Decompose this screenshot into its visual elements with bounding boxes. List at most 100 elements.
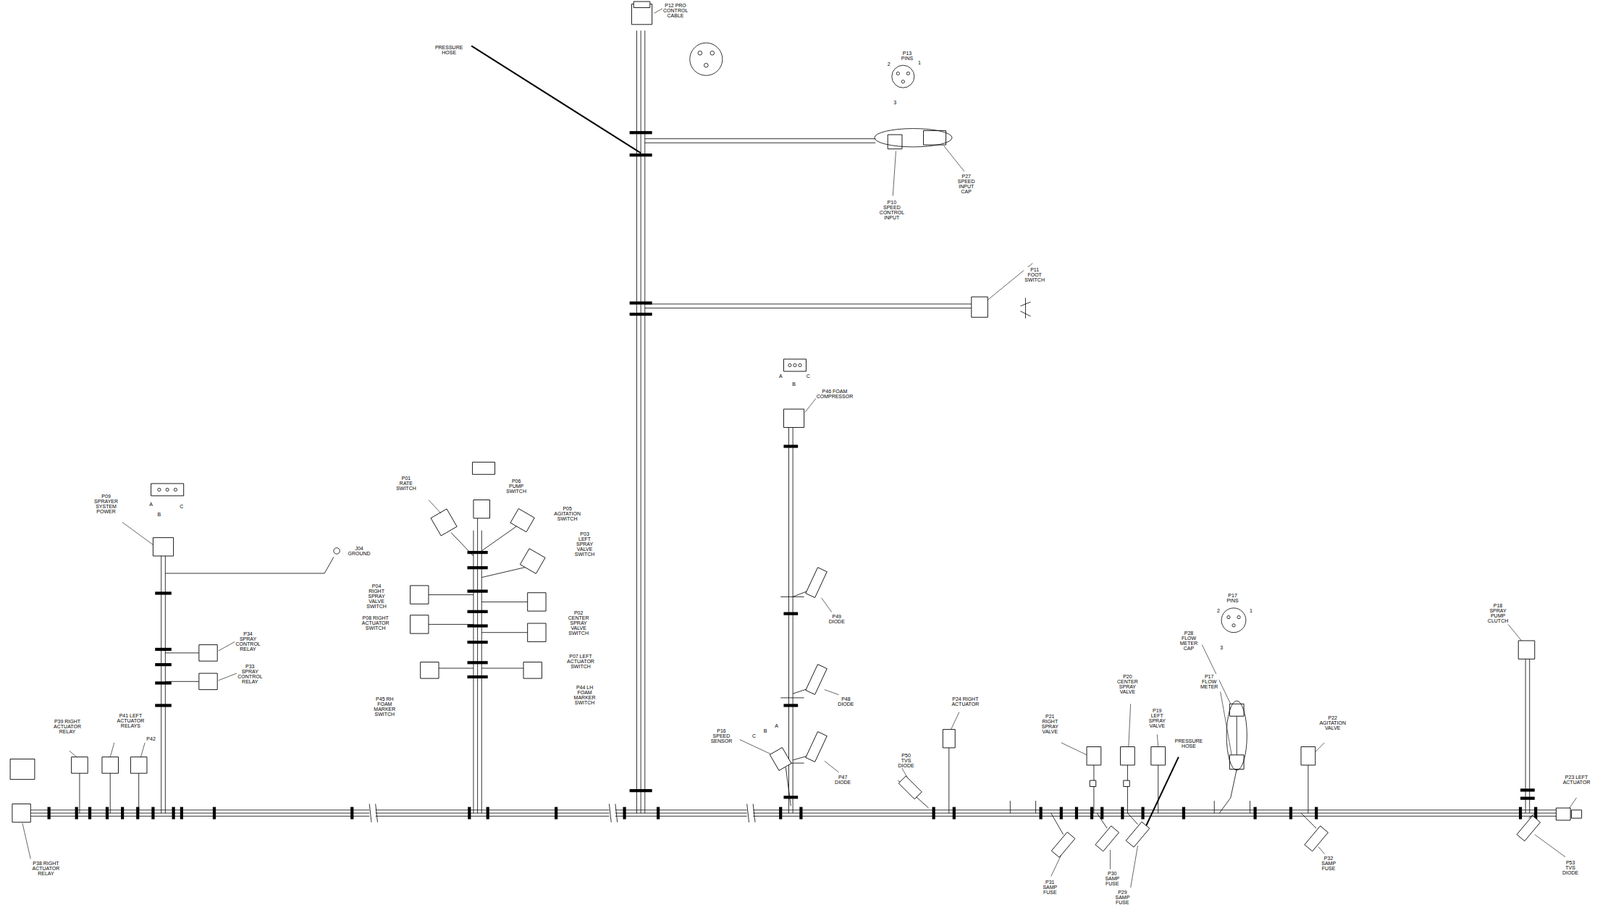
leader-line: [1220, 691, 1233, 755]
connector-body: [473, 500, 491, 519]
callout-label: P50 TVS DIODE: [897, 752, 915, 769]
callout-label: P28 FLOW METER CAP: [1179, 630, 1199, 651]
tape-band: [952, 807, 956, 820]
wire: [645, 138, 877, 140]
pin-face: [1221, 608, 1246, 633]
callout-label: P05 AGITATION SWITCH: [553, 506, 582, 522]
wire: [481, 526, 517, 551]
tape-band: [783, 612, 798, 616]
callout-label: P33 SPRAY CONTROL RELAY: [236, 663, 263, 685]
connector-body: [420, 662, 439, 680]
tape-band: [120, 807, 124, 820]
tape-band: [171, 807, 175, 820]
leader-line: [1569, 797, 1577, 808]
pin-letter: A: [149, 501, 153, 507]
pin-face: [710, 50, 715, 56]
callout-label: P22 AGITATION VALVE: [1318, 715, 1347, 731]
break-mark: [608, 803, 617, 822]
leader-line: [1061, 742, 1087, 756]
tape-band: [467, 610, 488, 614]
tape-band: [622, 807, 626, 820]
callout-label: P34 SPRAY CONTROL RELAY: [235, 631, 262, 652]
wire: [645, 142, 877, 144]
connector-body: [1125, 821, 1150, 848]
connector-body: [1051, 831, 1076, 858]
connector-body: [523, 662, 542, 680]
wire: [481, 567, 526, 578]
tape-band: [629, 131, 653, 134]
tape-band: [350, 807, 354, 820]
break-group: [369, 803, 756, 822]
pin-face: [697, 50, 703, 56]
pin-face: [333, 548, 340, 554]
tape-band: [799, 807, 803, 820]
wire: [636, 30, 638, 814]
tape-band: [629, 153, 653, 157]
tape-band: [1182, 807, 1186, 820]
leader-line: [824, 760, 840, 773]
wire: [165, 556, 334, 574]
wire: [110, 773, 111, 814]
callout-label: P10 SPEED CONTROL INPUT: [878, 199, 905, 221]
leader-line: [944, 146, 965, 172]
pin-face: [704, 62, 709, 68]
leader-line: [22, 823, 31, 859]
connector-body: [527, 592, 546, 612]
wire: [477, 518, 478, 814]
wire: [644, 30, 646, 814]
wire: [1127, 813, 1138, 825]
callout-label: P29 SAMP FUSE: [1114, 889, 1131, 905]
connector-body: [102, 757, 119, 774]
wire: [481, 601, 528, 603]
wire: [30, 813, 1564, 814]
callout-label: P49 DIODE: [828, 613, 846, 625]
callout-label: P27 SPEED INPUT CAP: [957, 173, 976, 195]
pin-letter: 2: [887, 61, 891, 67]
callout-label: P47 DIODE: [834, 774, 852, 785]
callout-label: J04 GROUND: [347, 545, 372, 557]
pin-face: [157, 487, 161, 491]
callout-label: P45 RH FOAM MARKER SWITCH: [372, 696, 397, 717]
callout-label: P18 SPRAY PUMP CLUTCH: [1487, 603, 1509, 624]
leader-line: [218, 640, 237, 651]
connector-body: [1571, 810, 1582, 819]
tape-band: [154, 663, 172, 667]
wire: [1025, 297, 1026, 318]
callout-label: P23 LEFT ACTUATOR: [1562, 774, 1592, 785]
tape-band: [467, 640, 488, 644]
leader-line: [122, 522, 153, 546]
callout-label: P42: [145, 736, 156, 742]
tape-band: [1140, 807, 1144, 820]
connector-body: [10, 758, 35, 780]
tape-band: [467, 550, 488, 554]
pin-letter: C: [806, 373, 811, 379]
tape-band: [212, 807, 216, 820]
connector-group: [10, 1, 1582, 858]
callout-label: P06 PUMP SWITCH: [505, 478, 528, 494]
tape-band: [47, 807, 51, 820]
wire: [1214, 800, 1215, 814]
callout-label: P17 FLOW METER: [1199, 674, 1220, 690]
callout-label: P16 SPEED SENSOR: [710, 728, 734, 744]
callout-label: P38 RIGHT ACTUATOR RELAY: [31, 860, 61, 877]
connector-body: [783, 409, 804, 428]
wire: [428, 594, 474, 596]
connector-body: [199, 645, 218, 662]
wire: [1009, 800, 1011, 814]
callout-label: P44 LH FOAM MARKER SWITCH: [573, 684, 597, 706]
connector-body: [410, 585, 429, 604]
leader-line: [892, 151, 896, 197]
wire: [1157, 765, 1159, 814]
wire: [645, 307, 972, 309]
callout-label: P11 FOOT SWITCH: [1023, 267, 1046, 283]
tape-band: [467, 675, 488, 679]
leader-line: [1130, 845, 1139, 888]
wire: [785, 767, 791, 807]
tape-band: [1289, 807, 1293, 820]
wire: [472, 530, 474, 814]
callout-label: P03 LEFT SPRAY VALVE SWITCH: [574, 531, 596, 557]
connector-body: [71, 757, 89, 774]
